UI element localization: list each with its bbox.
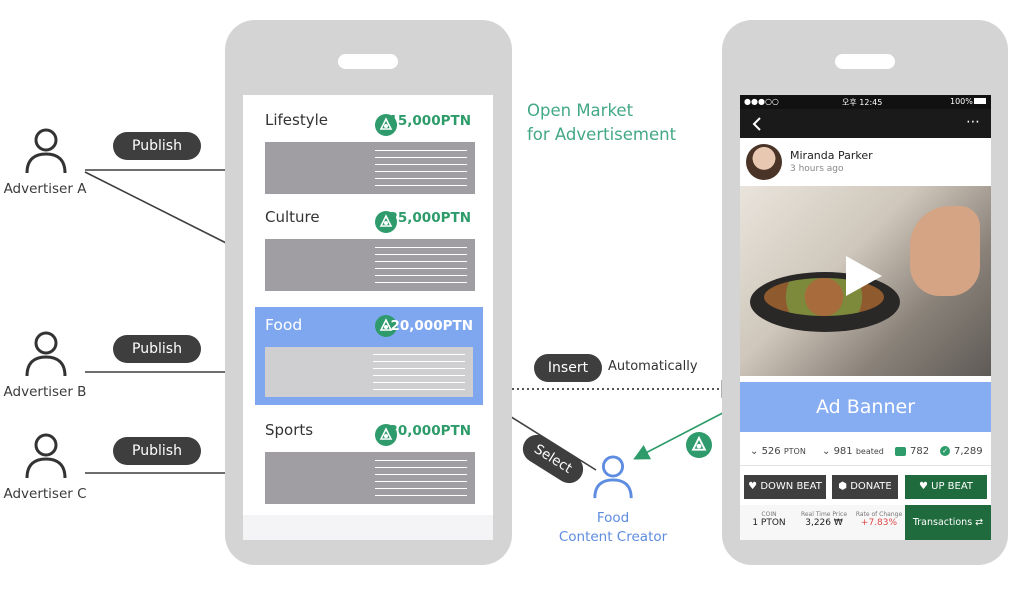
- swap-icon: ⇄: [975, 517, 984, 528]
- coin-footer: COIN 1 PTON Real Time Price 3,226 ₩ Rate…: [740, 505, 991, 540]
- donate-button[interactable]: ⬢ DONATE: [832, 475, 898, 499]
- advertiser-b-label: Advertiser B: [3, 384, 87, 400]
- ad-slot-placeholder: [265, 142, 475, 194]
- ad-banner[interactable]: Ad Banner: [740, 382, 991, 432]
- category-title: Lifestyle: [265, 111, 329, 129]
- pton-stat: ⌄ 526 PTON: [750, 446, 806, 457]
- down-beat-button[interactable]: ♥ DOWN BEAT: [744, 475, 826, 499]
- heart-icon: ♥: [918, 481, 932, 492]
- battery-icon: [974, 98, 986, 104]
- ptn-coin-icon: [375, 211, 397, 233]
- advertiser-c-label: Advertiser C: [3, 486, 87, 502]
- beated-stat: ⌄ 981 beated: [822, 446, 884, 457]
- advertiser-a-label: Advertiser A: [3, 181, 87, 197]
- checks-count: 7,289: [954, 446, 983, 457]
- insert-pill: Insert: [534, 354, 602, 382]
- check-icon: ✓: [940, 446, 950, 456]
- category-price: 25,000PTN: [388, 210, 472, 226]
- category-price: 20,000PTN: [390, 318, 474, 334]
- creator-person-icon: [593, 455, 633, 499]
- more-options-icon[interactable]: ⋯: [966, 114, 980, 130]
- author-name[interactable]: Miranda Parker: [790, 149, 873, 162]
- phone-speaker: [338, 54, 398, 69]
- category-lifestyle[interactable]: Lifestyle 15,000PTN: [243, 103, 483, 203]
- arrow-a-culture: [84, 171, 249, 255]
- transactions-button[interactable]: Transactions ⇄: [905, 505, 991, 540]
- market-phone: Lifestyle 15,000PTN Culture 25,000PTN Fo…: [225, 20, 512, 565]
- nav-bar: ⋯: [740, 109, 991, 138]
- status-battery: 100%: [950, 97, 973, 106]
- content-screen: ●●●○○ 오후 12:45 100% ⋯ Miranda Parker 3 h…: [740, 95, 991, 540]
- publish-pill-c: Publish: [113, 437, 201, 465]
- status-time: 오후 12:45: [842, 98, 883, 107]
- content-phone: ●●●○○ 오후 12:45 100% ⋯ Miranda Parker 3 h…: [722, 20, 1008, 565]
- play-icon[interactable]: [842, 254, 884, 298]
- ptn-coin-icon: [375, 424, 397, 446]
- hexagon-icon: ⬢: [838, 481, 851, 492]
- back-arrow-icon[interactable]: [752, 117, 762, 131]
- ptn-coin-icon: [375, 114, 397, 136]
- comment-icon: [895, 447, 906, 456]
- stats-row: ⌄ 526 PTON ⌄ 981 beated 782 ✓ 7,289: [740, 439, 991, 466]
- category-title: Sports: [265, 421, 314, 439]
- person-icon: [25, 433, 67, 479]
- category-price: 15,000PTN: [388, 113, 472, 129]
- coin-info: COIN 1 PTON: [752, 511, 786, 528]
- ptn-coin-icon: [686, 432, 712, 458]
- phone-speaker: [835, 54, 895, 69]
- status-bar: ●●●○○ 오후 12:45 100%: [740, 95, 991, 109]
- comments-count: 782: [910, 446, 930, 457]
- creator-label: Food Content Creator: [558, 510, 668, 545]
- up-beat-button[interactable]: ♥ UP BEAT: [905, 475, 987, 499]
- ad-slot-placeholder: [265, 452, 475, 504]
- category-title: Food: [265, 316, 303, 334]
- ptn-coin-icon: [375, 315, 397, 337]
- category-sports[interactable]: Sports 30,000PTN: [243, 413, 483, 513]
- post-time: 3 hours ago: [790, 164, 844, 174]
- rate-info: Rate of Change +7.83%: [855, 511, 903, 528]
- screen-bottom-strip: [243, 515, 493, 540]
- publish-pill-a: Publish: [113, 132, 201, 160]
- avatar[interactable]: [746, 144, 782, 180]
- category-price: 30,000PTN: [388, 423, 472, 439]
- category-food[interactable]: Food 20,000PTN: [255, 307, 483, 405]
- hand-shape: [910, 206, 980, 296]
- automatically-label: Automatically: [608, 359, 698, 374]
- broken-heart-icon: ♥: [748, 481, 761, 492]
- ad-slot-placeholder: [265, 347, 473, 397]
- ad-slot-placeholder: [265, 239, 475, 291]
- open-market-title: Open Market for Advertisement: [527, 101, 677, 144]
- author-row: Miranda Parker 3 hours ago: [740, 138, 991, 186]
- publish-pill-b: Publish: [113, 335, 201, 363]
- person-icon: [25, 128, 67, 174]
- market-screen: Lifestyle 15,000PTN Culture 25,000PTN Fo…: [243, 95, 493, 540]
- category-culture[interactable]: Culture 25,000PTN: [243, 200, 483, 300]
- category-title: Culture: [265, 208, 320, 226]
- person-icon: [25, 331, 67, 377]
- signal-icon: ●●●○○: [744, 97, 779, 106]
- price-info: Real Time Price 3,226 ₩: [800, 511, 848, 528]
- cooking-video[interactable]: [740, 186, 991, 376]
